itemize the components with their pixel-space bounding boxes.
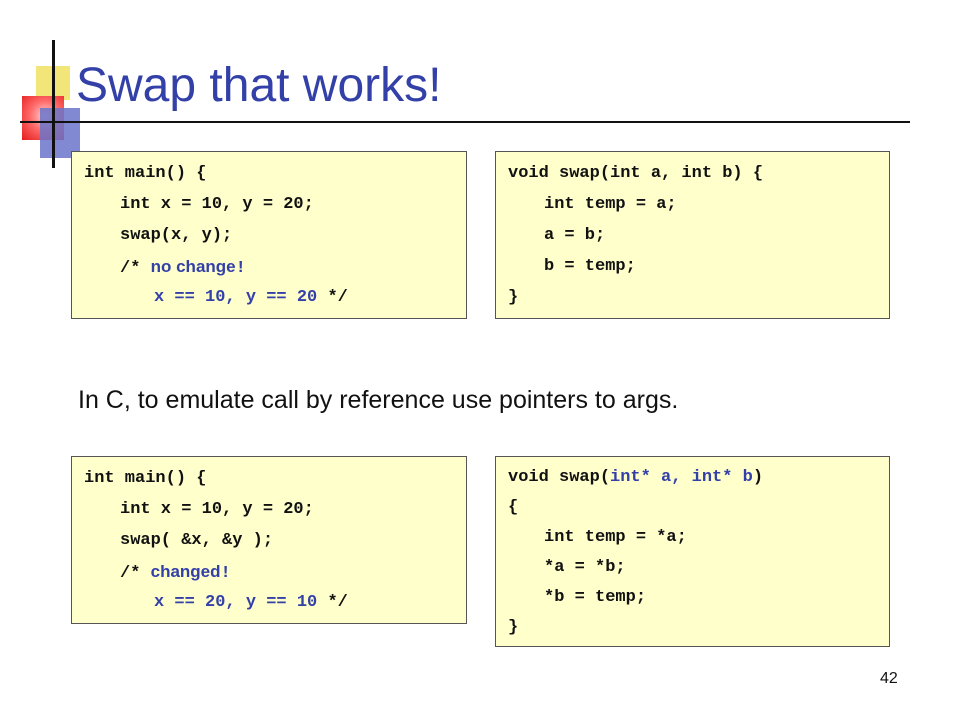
comment-line: x == 20, y == 10 */ — [84, 587, 466, 618]
code-line: int main() { — [84, 469, 207, 488]
comment-line: /* changed! — [84, 556, 466, 587]
decor-blue-square — [40, 108, 80, 158]
page-number: 42 — [880, 670, 898, 687]
code-line: a = b; — [544, 226, 606, 245]
code-line: swap( &x, &y ); — [120, 531, 274, 550]
code-line: void swap(int* a, int* b) — [508, 463, 889, 493]
code-line: int temp = *a; — [544, 528, 687, 547]
pointer-params: int* a, int* b — [610, 468, 753, 487]
comment-open: /* — [120, 259, 151, 278]
code-line: int x = 10, y = 20; — [120, 500, 314, 519]
comment-line: x == 10, y == 20 */ — [84, 282, 466, 313]
code-box-swap-by-value: void swap(int a, int b) { int temp = a; … — [495, 151, 890, 319]
code-line: { — [508, 498, 519, 517]
code-line: } — [508, 618, 519, 637]
code-fragment: ) — [752, 468, 764, 487]
code-line: int main() { — [84, 164, 207, 183]
comment-text: changed — [150, 562, 221, 581]
code-line: swap(x, y); — [120, 226, 233, 245]
comment-line: /* no change! — [84, 251, 466, 282]
code-line: *b = temp; — [544, 588, 647, 607]
code-fragment: void swap( — [508, 468, 611, 487]
comment-text: no change — [150, 257, 236, 276]
comment-close: */ — [327, 288, 348, 307]
code-box-main-by-value: int main() { int x = 10, y = 20; swap(x,… — [71, 151, 467, 319]
code-line: void swap(int a, int b) { — [508, 164, 764, 183]
decor-vertical-line — [52, 40, 55, 168]
code-line: *a = *b; — [544, 558, 626, 577]
comment-bang: ! — [220, 564, 231, 583]
code-line: int x = 10, y = 20; — [120, 195, 314, 214]
code-line: } — [508, 288, 519, 307]
comment-open: /* — [120, 564, 151, 583]
comment-code: x == 20, y == 10 — [154, 593, 328, 612]
comment-bang: ! — [235, 259, 246, 278]
code-box-main-by-pointer: int main() { int x = 10, y = 20; swap( &… — [71, 456, 467, 624]
title-underline — [20, 121, 910, 123]
code-line: b = temp; — [544, 257, 636, 276]
caption-text: In C, to emulate call by reference use p… — [78, 386, 679, 414]
code-box-swap-by-pointer: void swap(int* a, int* b) { int temp = *… — [495, 456, 890, 647]
comment-close: */ — [327, 593, 348, 612]
comment-code: x == 10, y == 20 — [154, 288, 328, 307]
slide-title: Swap that works! — [76, 59, 442, 112]
code-line: int temp = a; — [544, 195, 677, 214]
